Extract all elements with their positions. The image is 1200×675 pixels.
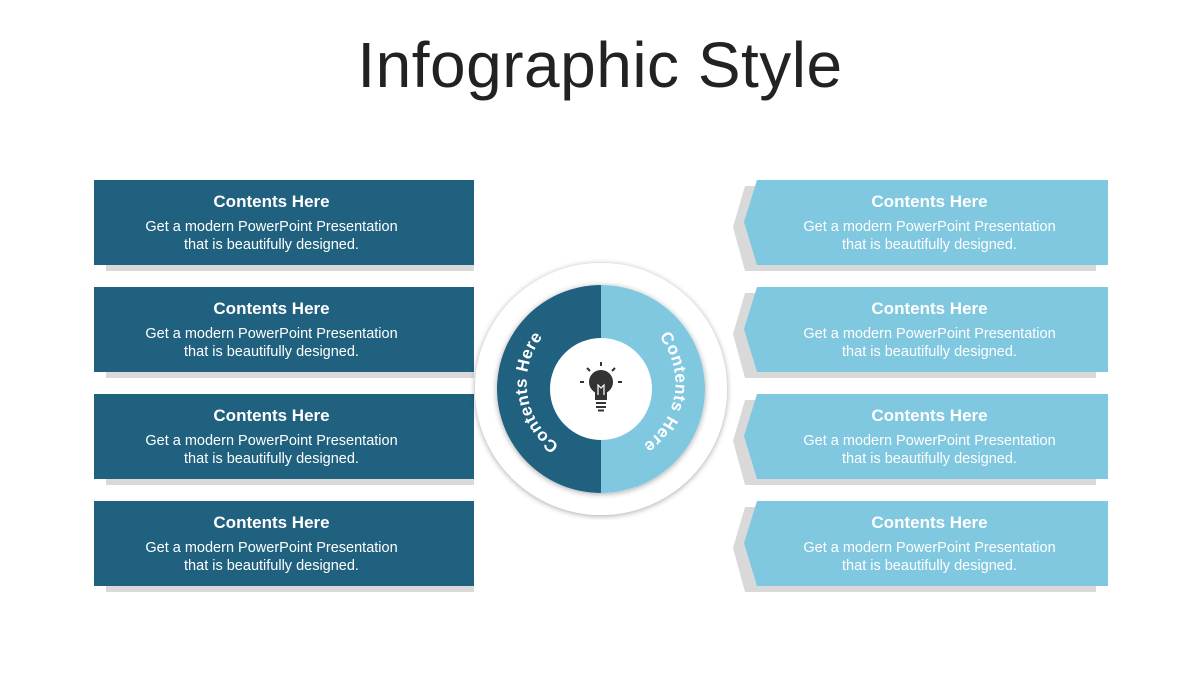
center-hub: Contents Here Contents Here bbox=[470, 258, 732, 520]
right-card-4-body: Get a modern PowerPoint Presentation tha… bbox=[803, 540, 1056, 574]
left-card-2: Contents Here Get a modern PowerPoint Pr… bbox=[94, 287, 474, 379]
left-card-4-heading: Contents Here bbox=[213, 513, 330, 532]
left-card-3-shape bbox=[94, 394, 474, 485]
center-hub-graphic: Contents Here Contents Here bbox=[475, 263, 727, 515]
left-card-3: Contents Here Get a modern PowerPoint Pr… bbox=[94, 394, 474, 486]
left-card-1-body: Get a modern PowerPoint Presentation tha… bbox=[145, 219, 398, 253]
left-card-2-heading: Contents Here bbox=[213, 299, 330, 318]
right-card-3-heading: Contents Here bbox=[871, 406, 988, 425]
right-card-2: Contents Here Get a modern PowerPoint Pr… bbox=[728, 287, 1108, 379]
left-card-4-shape bbox=[94, 501, 474, 592]
slide-title: Infographic Style bbox=[357, 29, 843, 101]
left-card-3-body: Get a modern PowerPoint Presentation tha… bbox=[145, 433, 398, 467]
hub-right-half bbox=[601, 285, 705, 493]
left-card-2-body: Get a modern PowerPoint Presentation tha… bbox=[145, 326, 398, 360]
right-card-2-body: Get a modern PowerPoint Presentation tha… bbox=[803, 326, 1056, 360]
right-card-1-shape bbox=[733, 180, 1108, 271]
left-card-1-heading: Contents Here bbox=[213, 192, 330, 211]
right-card-2-shape bbox=[733, 287, 1108, 378]
left-card-4-body: Get a modern PowerPoint Presentation tha… bbox=[145, 540, 398, 574]
right-card-4-heading: Contents Here bbox=[871, 513, 988, 532]
right-card-3: Contents Here Get a modern PowerPoint Pr… bbox=[728, 394, 1108, 486]
right-card-1-heading: Contents Here bbox=[871, 192, 988, 211]
right-card-2-heading: Contents Here bbox=[871, 299, 988, 318]
left-card-4: Contents Here Get a modern PowerPoint Pr… bbox=[94, 501, 474, 593]
hub-left-half bbox=[497, 285, 601, 493]
right-card-4: Contents Here Get a modern PowerPoint Pr… bbox=[728, 501, 1108, 593]
left-card-2-shape bbox=[94, 287, 474, 378]
left-card-1: Contents Here Get a modern PowerPoint Pr… bbox=[94, 180, 474, 272]
right-card-3-body: Get a modern PowerPoint Presentation tha… bbox=[803, 433, 1056, 467]
right-card-1-body: Get a modern PowerPoint Presentation tha… bbox=[803, 219, 1056, 253]
right-card-3-shape bbox=[733, 394, 1108, 485]
right-card-1: Contents Here Get a modern PowerPoint Pr… bbox=[728, 180, 1108, 272]
lightbulb-icon bbox=[580, 362, 622, 412]
left-card-3-heading: Contents Here bbox=[213, 406, 330, 425]
left-card-1-shape bbox=[94, 180, 474, 271]
right-card-4-shape bbox=[733, 501, 1108, 592]
